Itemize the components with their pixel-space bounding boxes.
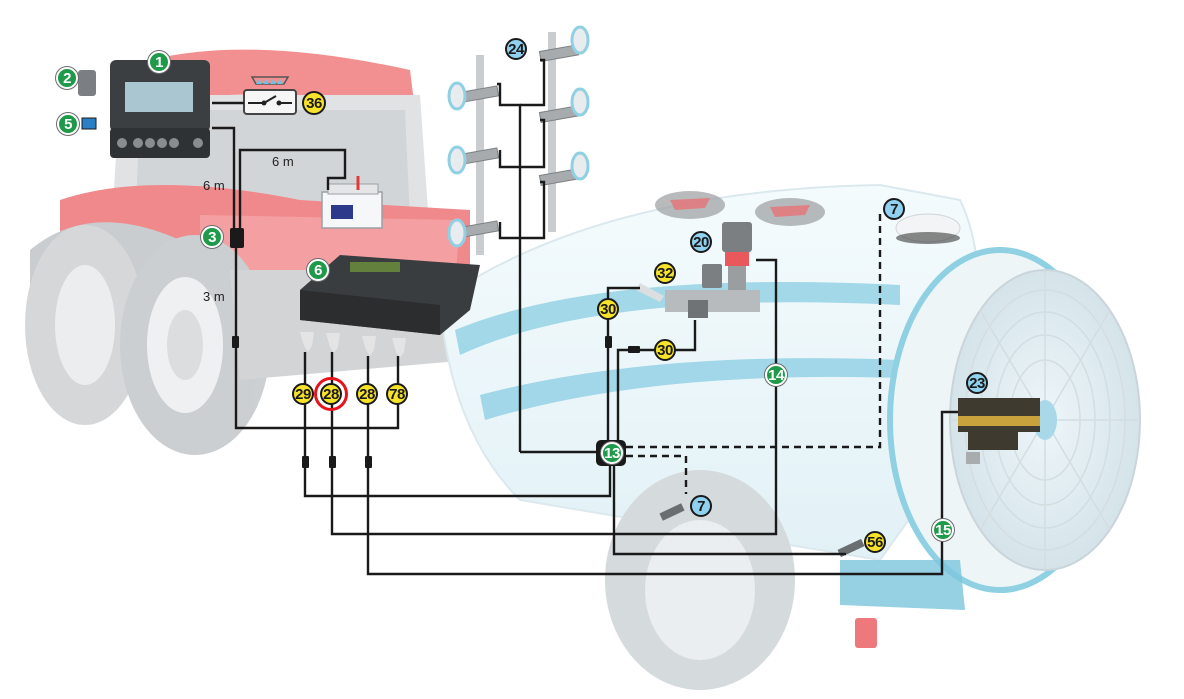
wheel-speed-sensor xyxy=(659,503,685,521)
wire-battery xyxy=(238,148,347,230)
label-2-bracket: 2 xyxy=(56,67,78,89)
junction-connector xyxy=(230,228,244,248)
wire-30-upper xyxy=(606,286,640,442)
label-56-fan-sensor: 56 xyxy=(864,531,886,553)
sprayer-illustration xyxy=(438,183,1141,690)
control-console xyxy=(110,60,210,158)
wire-gps-dashed xyxy=(626,210,882,449)
console-bracket xyxy=(78,70,96,96)
wire-29 xyxy=(303,352,612,498)
label-1-console: 1 xyxy=(148,51,170,73)
fan-speed-sensor xyxy=(837,538,865,558)
wire-sensors-trunk xyxy=(497,82,522,452)
valve-assembly xyxy=(636,222,760,318)
label-36-boom-switch: 36 xyxy=(302,91,326,115)
label-13-sensor-junction: 13 xyxy=(601,442,623,464)
boom-switch xyxy=(243,76,297,115)
cable-length-ecu: 3 m xyxy=(203,289,225,304)
label-24-ultrasonic-sensors: 24 xyxy=(505,38,527,60)
label-5-memory-card: 5 xyxy=(57,113,79,135)
cable-length-console: 6 m xyxy=(203,178,225,193)
label-30-flow-cable-lower: 30 xyxy=(654,339,676,361)
wire-28a xyxy=(330,258,778,536)
label-30-flow-cable-upper: 30 xyxy=(597,298,619,320)
battery xyxy=(321,176,383,229)
label-15-section-valve-cable: 15 xyxy=(932,519,954,541)
label-3-junction: 3 xyxy=(201,226,223,248)
memory-card xyxy=(81,117,97,130)
label-32-pressure-sensor: 32 xyxy=(654,262,676,284)
label-7-gps-antenna: 7 xyxy=(883,198,905,220)
wire-console-junction xyxy=(212,126,236,230)
section-valves xyxy=(958,398,1040,464)
label-78-cable: 78 xyxy=(386,383,408,405)
label-7-wheel-sensor: 7 xyxy=(690,495,712,517)
label-14-valve-cable: 14 xyxy=(765,364,787,386)
highlight-ring xyxy=(314,377,348,411)
control-unit xyxy=(300,255,480,358)
label-23-section-valves: 23 xyxy=(966,372,988,394)
label-28-cable: 28 xyxy=(356,383,378,405)
label-20-regulating-valve: 20 xyxy=(690,231,712,253)
cable-length-battery: 6 m xyxy=(272,154,294,169)
label-29-cable: 29 xyxy=(292,383,314,405)
wire-56 xyxy=(612,466,846,556)
ultrasonic-sensors xyxy=(447,25,590,255)
wire-wheel-sensor-dashed xyxy=(626,454,688,494)
label-6-control-unit: 6 xyxy=(307,259,329,281)
wire-28b xyxy=(366,356,958,576)
wire-30-lower xyxy=(616,320,697,442)
